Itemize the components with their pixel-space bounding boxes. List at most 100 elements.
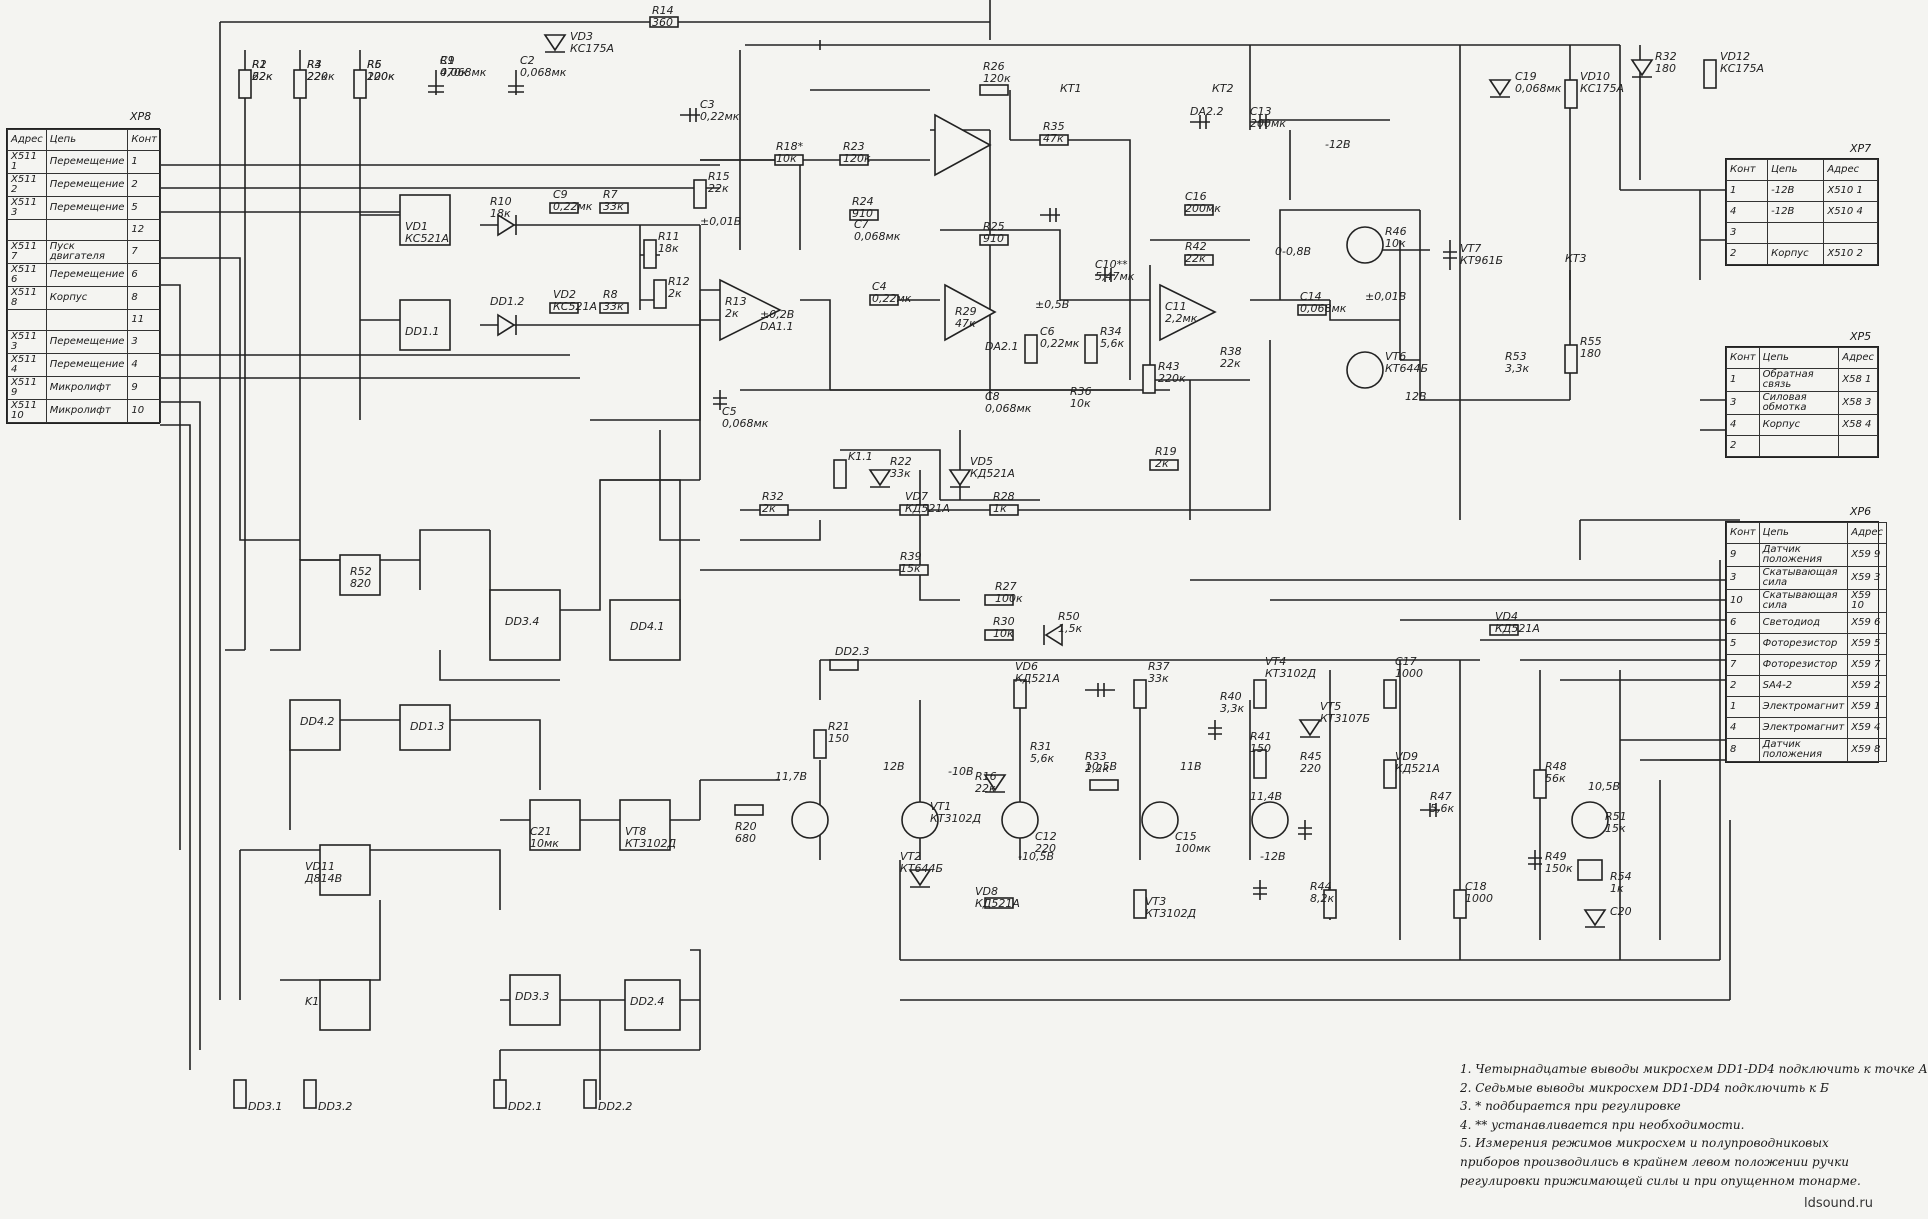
xp8-cell: 9 (127, 376, 161, 400)
component-value: 5,6к (1100, 337, 1124, 350)
component-value: 120к (983, 72, 1011, 85)
test-point-label: КТ1 (1060, 82, 1082, 95)
xp8-cell: Перемещение (45, 353, 129, 377)
watermark: ldsound.ru (1803, 1196, 1873, 1211)
xp6-cell: 1 (1726, 696, 1760, 718)
component-value: КТ3102Д (625, 837, 677, 850)
transistors (791, 226, 1609, 839)
voltage-label: ±0,5В (1035, 298, 1069, 311)
xp7-cell (1823, 222, 1878, 244)
capacitors (428, 70, 1542, 900)
component-label: DA1.1 (760, 320, 794, 333)
xp6-cell: Скатывающая сила (1758, 589, 1849, 613)
component-label: VD12 (1720, 50, 1750, 63)
component-label: R48 (1545, 760, 1567, 773)
component-value: 3,3к (1220, 702, 1244, 715)
component-label: C8 (985, 390, 1000, 403)
component-value: 0,068мк (520, 66, 567, 79)
xp6-cell: X59 6 (1847, 612, 1888, 634)
component-value: 3,3к (1505, 362, 1529, 375)
xp8-header-cell: Цепь (45, 129, 129, 151)
component-label: C4 (872, 280, 887, 293)
component-value: 33к (890, 467, 911, 480)
component-label: R14 (652, 4, 674, 17)
xp6-title: XP6 (1850, 505, 1872, 518)
component-labels: R162кR3220кR5220кC10,068мкC20,068мкVD3КС… (248, 4, 1764, 1113)
xp7-cell: 4 (1725, 201, 1769, 223)
component-label: R26 (983, 60, 1005, 73)
component-label: R46 (1385, 225, 1407, 238)
component-label: VT4 (1265, 655, 1286, 668)
component-value: 8,2к (1310, 892, 1334, 905)
xp5-cell: X58 3 (1838, 391, 1878, 415)
component-label: R32 (1655, 50, 1677, 63)
component-value: 22к (252, 70, 273, 83)
component-value: 220 (1300, 762, 1321, 775)
component-value: КС521А (405, 232, 449, 245)
component-label: R55 (1580, 335, 1602, 348)
xp8-cell: X511 2 (7, 173, 47, 197)
xp8-cell: X511 10 (7, 399, 47, 423)
component-value: КТ3102Д (1145, 907, 1197, 920)
component-value: 200мк (1185, 202, 1221, 215)
component-label: R53 (1505, 350, 1527, 363)
component-label: VD3 (570, 30, 593, 43)
component-value: КТ644Б (900, 862, 943, 875)
xp6-cell: Электромагнит (1758, 717, 1849, 739)
xp8-cell: 7 (127, 240, 161, 264)
component-label: DA2.1 (985, 340, 1019, 353)
component-label: R30 (993, 615, 1015, 628)
voltage-label: 11,7В (775, 770, 807, 783)
component-label: R41 (1250, 730, 1272, 743)
xp5-title: XP5 (1850, 330, 1872, 343)
component-value: 5,6к (1030, 752, 1054, 765)
component-value: 100мк (1175, 842, 1211, 855)
component-value: 1к (993, 502, 1007, 515)
xp5-cell (1758, 435, 1840, 457)
voltage-label: 10,5В (1588, 780, 1620, 793)
xp7-cell: -12В (1767, 201, 1825, 223)
xp8-cell: 3 (127, 330, 161, 354)
component-value: 18к (658, 242, 679, 255)
component-value: 47к (955, 317, 976, 330)
component-value: 0,068мк (722, 417, 769, 430)
xp6-cell: X59 10 (1847, 589, 1888, 613)
component-label: C13 (1250, 105, 1272, 118)
voltage-label: 0-0,8В (1275, 245, 1311, 258)
xp6-cell: Датчик положения (1758, 738, 1849, 762)
component-label: VD11 (305, 860, 335, 873)
component-label: R36 (1070, 385, 1092, 398)
component-label: R31 (1030, 740, 1052, 753)
xp5-cell: Корпус (1758, 414, 1840, 436)
component-value: КТ961Б (1460, 254, 1503, 267)
xp6-cell: Датчик положения (1758, 543, 1849, 567)
component-value: КС175А (1580, 82, 1624, 95)
component-label: DD3.3 (515, 990, 549, 1003)
component-label: C10** (1095, 258, 1128, 271)
component-value: 18к (490, 207, 511, 220)
component-label: C11 (1165, 300, 1187, 313)
schematic-canvas: R162кR3220кR5220кC10,068мкC20,068мкVD3КС… (160, 0, 1870, 1113)
component-value: КД521А (1015, 672, 1060, 685)
xp6-header-cell: Цепь (1758, 522, 1849, 544)
xp5-cell: Силовая обмотка (1758, 391, 1840, 415)
xp5-header-cell: Адрес (1838, 347, 1878, 369)
component-value: 2,2к (1085, 762, 1109, 775)
xp7-cell: 3 (1725, 222, 1769, 244)
component-label: R39 (900, 550, 922, 563)
xp8-row: 12 (7, 219, 161, 241)
component-label: R25 (983, 220, 1005, 233)
xp8-cell: 2 (127, 173, 161, 197)
component-value: 120к (843, 152, 871, 165)
xp6-cell: 2 (1726, 675, 1760, 697)
note-5: 5. Измерения режимов микросхем и полупро… (1460, 1136, 1861, 1188)
component-value: 100к (995, 592, 1023, 605)
component-label: C19 (1515, 70, 1537, 83)
